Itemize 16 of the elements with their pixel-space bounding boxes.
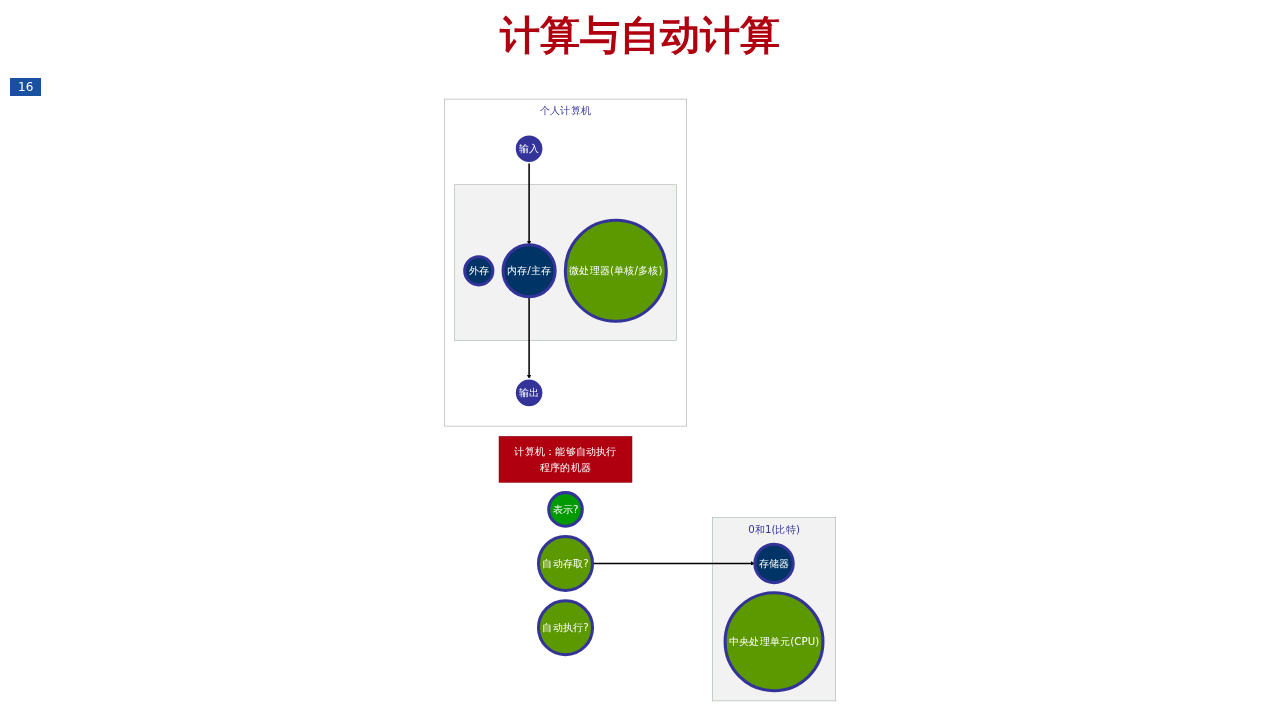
- node-circle: 自动存取?: [536, 534, 595, 592]
- node-box: 计算机：能够自动执行程序的机器: [498, 436, 633, 483]
- page-number: 16: [10, 78, 42, 96]
- arrow: [526, 162, 532, 245]
- node-circle: 外存: [463, 255, 495, 287]
- node-circle: 表示?: [547, 491, 584, 528]
- slide-title: 计算与自动计算: [500, 10, 780, 60]
- node-circle: 自动执行?: [536, 599, 595, 657]
- node-circle: 存储器: [753, 542, 795, 585]
- node-circle: 输出: [514, 378, 544, 408]
- node-circle: 中央处理单元(CPU): [723, 591, 825, 693]
- cluster: [454, 184, 677, 341]
- node-circle: 输入: [514, 133, 544, 164]
- node-circle: 内存/主存: [501, 243, 557, 299]
- arrow: [526, 296, 532, 379]
- node-circle: 微处理器(单核/多核): [563, 218, 668, 323]
